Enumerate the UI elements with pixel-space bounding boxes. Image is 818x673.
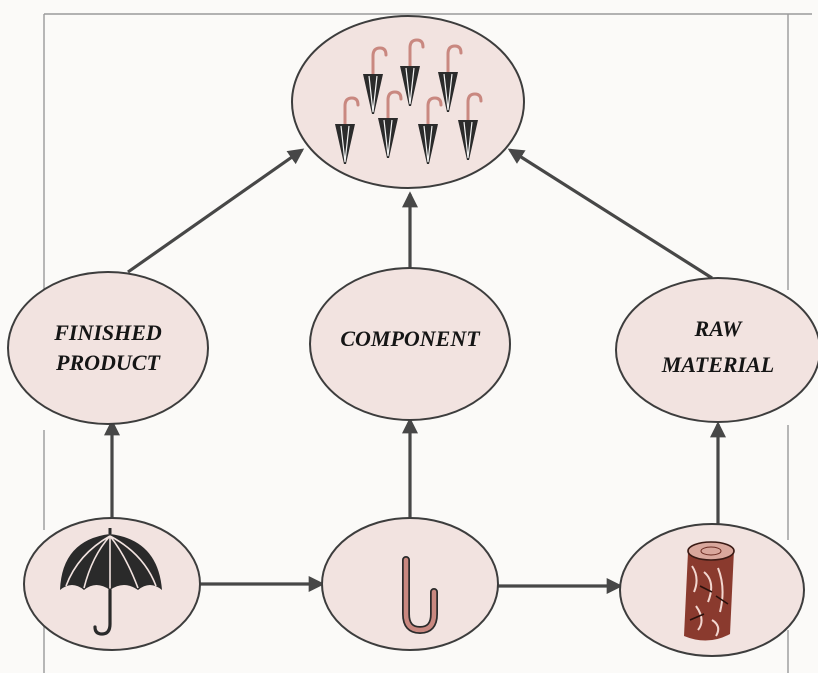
raw-material-label-line1: RAW (694, 316, 743, 341)
frame (43, 13, 812, 673)
handle-node (321, 517, 499, 651)
raw-material-node: RAW MATERIAL (615, 277, 818, 423)
top-node (291, 15, 525, 189)
raw-material-label-line2: MATERIAL (661, 352, 774, 377)
arrow-raw-to-top (507, 148, 713, 280)
component-label: COMPONENT (340, 326, 481, 351)
log-node (619, 523, 805, 657)
finished-product-label-line2: PRODUCT (55, 350, 161, 375)
component-node: COMPONENT (309, 267, 511, 421)
umbrella-handle-icon (402, 556, 438, 635)
arrows (104, 148, 726, 594)
umbrella-node (23, 517, 201, 651)
arrow-finished-to-top (127, 148, 305, 274)
wood-log-icon (684, 541, 735, 641)
finished-product-label-line1: FINISHED (53, 320, 162, 345)
umbrella-icon (60, 528, 162, 636)
finished-product-node: FINISHED PRODUCT (7, 271, 209, 425)
